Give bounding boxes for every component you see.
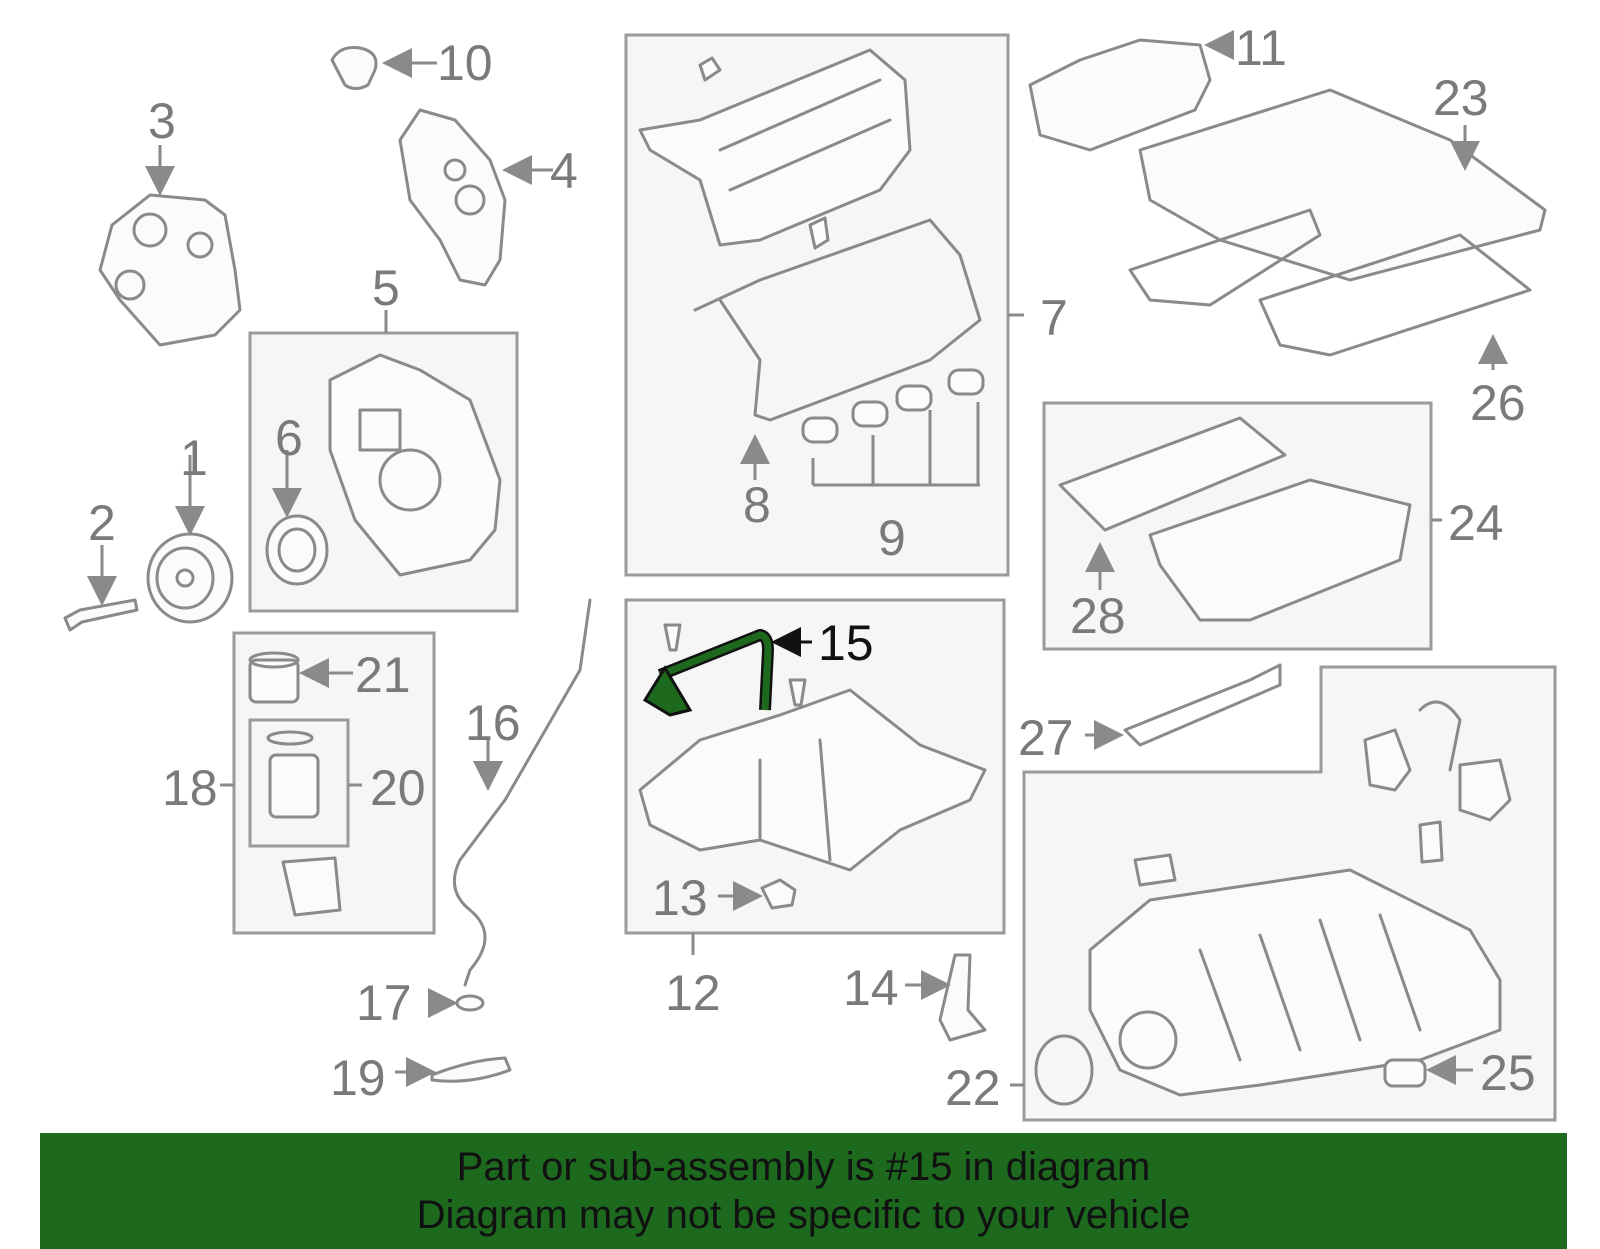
info-banner: Part or sub-assembly is #15 in diagram D… <box>40 1133 1567 1249</box>
callout-23: 23 <box>1433 70 1489 126</box>
pan-bolt <box>788 678 807 707</box>
pan-bolt <box>663 623 682 652</box>
part-24-upper-pan <box>1148 478 1412 622</box>
part-11-cover <box>1028 38 1212 152</box>
part-9-seals <box>801 368 985 444</box>
callout-2: 2 <box>88 495 116 551</box>
part-12-oil-pan <box>638 688 987 872</box>
part-16-dipstick-tube <box>452 598 592 987</box>
callout-14: 14 <box>843 960 899 1016</box>
sensor-assembly <box>1133 700 1512 887</box>
callout-15: 15 <box>818 615 874 671</box>
callout-25: 25 <box>1480 1045 1536 1101</box>
part-28-gasket <box>1058 416 1287 532</box>
callout-18: 18 <box>162 760 218 816</box>
part-13-drain-plug <box>760 878 797 910</box>
callout-26: 26 <box>1470 375 1526 431</box>
part-26-gaskets <box>1128 208 1532 357</box>
part-17-o-ring <box>455 994 485 1012</box>
callout-13: 13 <box>652 870 708 926</box>
banner-line-1: Part or sub-assembly is #15 in diagram <box>456 1145 1151 1189</box>
part-22-intake-manifold <box>1034 868 1502 1106</box>
callout-16: 16 <box>465 695 521 751</box>
callout-21: 21 <box>355 647 411 703</box>
part-27-manifold-gasket <box>1123 663 1282 747</box>
part-10-cap <box>330 46 378 90</box>
part-2-bolt <box>63 598 139 632</box>
part-19-dipstick <box>430 1056 512 1083</box>
part-15-oil-pickup-tube <box>642 629 774 717</box>
callout-24: 24 <box>1448 495 1504 551</box>
callout-22: 22 <box>945 1060 1001 1116</box>
part-21-filter-cap <box>248 651 300 704</box>
callout-1: 1 <box>180 430 208 486</box>
part-8-gasket <box>693 218 982 422</box>
callout-17: 17 <box>356 975 412 1031</box>
part-7-valve-cover <box>638 48 912 250</box>
callout-6: 6 <box>275 410 303 466</box>
leader-9 <box>811 402 980 487</box>
part-3-bracket <box>98 193 242 347</box>
part-25-gasket <box>1383 1058 1427 1088</box>
filter-housing <box>281 856 342 917</box>
callout-3: 3 <box>148 93 176 149</box>
part-20-filter <box>266 730 320 819</box>
callout-4: 4 <box>550 143 578 199</box>
callout-20: 20 <box>370 760 426 816</box>
callout-7: 7 <box>1040 290 1068 346</box>
callout-12: 12 <box>665 965 721 1021</box>
part-14-sensor <box>938 953 987 1042</box>
banner-line-2: Diagram may not be specific to your vehi… <box>416 1193 1191 1237</box>
part-6-seal <box>265 514 329 586</box>
leader-lines <box>87 30 1508 1087</box>
part-5-timing-cover <box>328 353 502 577</box>
callout-10: 10 <box>437 35 493 91</box>
callout-28: 28 <box>1070 588 1126 644</box>
callout-11: 11 <box>1235 20 1287 76</box>
part-4-cover <box>398 108 507 287</box>
callout-5: 5 <box>372 260 400 316</box>
part-1-pulley <box>146 532 234 624</box>
callout-9: 9 <box>878 510 906 566</box>
callout-27: 27 <box>1018 710 1074 766</box>
callout-19: 19 <box>330 1050 386 1106</box>
callout-8: 8 <box>743 477 771 533</box>
